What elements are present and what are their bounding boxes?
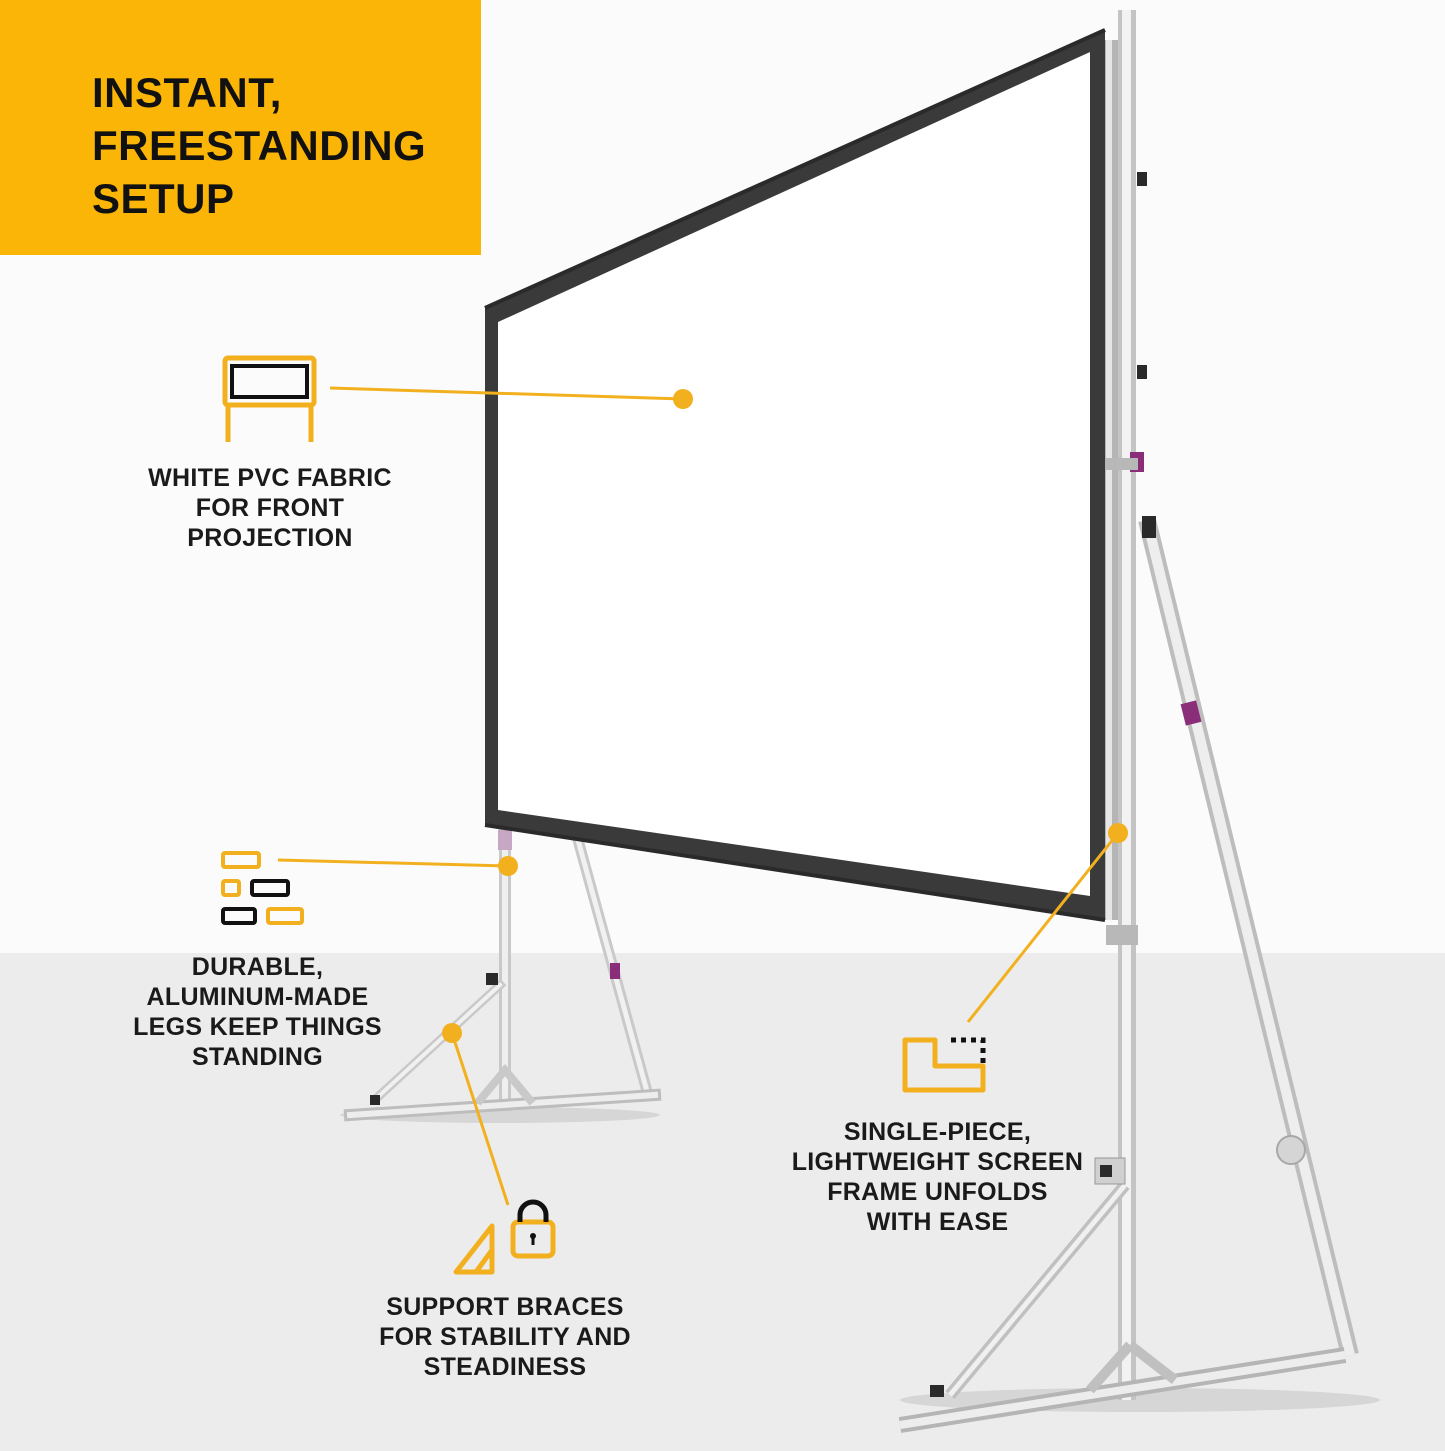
legs-blocks-icon [221, 851, 304, 925]
headline-banner: INSTANT, FREESTANDING SETUP [0, 0, 481, 255]
headline-line: SETUP [92, 175, 235, 222]
right-base-foot [898, 1157, 1347, 1433]
caption-line: DURABLE, [191, 953, 324, 981]
right-upright-post [1104, 10, 1147, 1400]
caption-line: SINGLE-PIECE, [843, 1118, 1032, 1146]
caption-line: STANDING [191, 1043, 324, 1071]
screen-icon [222, 355, 317, 442]
brace-lock-icon [453, 1199, 556, 1275]
caption-line: STEADINESS [423, 1353, 587, 1381]
feature-caption-fabric: WHITE PVC FABRIC FOR FRONT PROJECTION [120, 463, 420, 553]
callout-lines [277, 386, 1128, 1206]
feature-caption-frame: SINGLE-PIECE, LIGHTWEIGHT SCREEN FRAME U… [770, 1117, 1105, 1237]
caption-line: FOR STABILITY AND [379, 1323, 631, 1351]
caption-line: ALUMINUM-MADE [146, 983, 369, 1011]
floor-background [0, 953, 1445, 1451]
right-rear-brace-leg [1138, 516, 1359, 1358]
caption-line: SUPPORT BRACES [386, 1293, 624, 1321]
headline-line: FREESTANDING [92, 122, 427, 169]
feature-caption-braces: SUPPORT BRACES FOR STABILITY AND STEADIN… [355, 1292, 655, 1382]
headline-line: INSTANT, [92, 69, 282, 116]
unfold-frame-icon [902, 1037, 986, 1093]
feature-caption-legs: DURABLE, ALUMINUM-MADE LEGS KEEP THINGS … [110, 952, 405, 1072]
headline-title: INSTANT, FREESTANDING SETUP [92, 66, 472, 225]
left-leg-stand [343, 824, 662, 1122]
caption-line: WITH EASE [866, 1208, 1009, 1236]
caption-line: LEGS KEEP THINGS [133, 1013, 382, 1041]
caption-line: FOR FRONT [195, 494, 345, 522]
caption-line: PROJECTION [187, 524, 353, 552]
caption-line: FRAME UNFOLDS [827, 1178, 1048, 1206]
caption-line: LIGHTWEIGHT SCREEN [791, 1148, 1084, 1176]
caption-line: WHITE PVC FABRIC [148, 464, 392, 492]
projection-screen [484, 28, 1106, 922]
